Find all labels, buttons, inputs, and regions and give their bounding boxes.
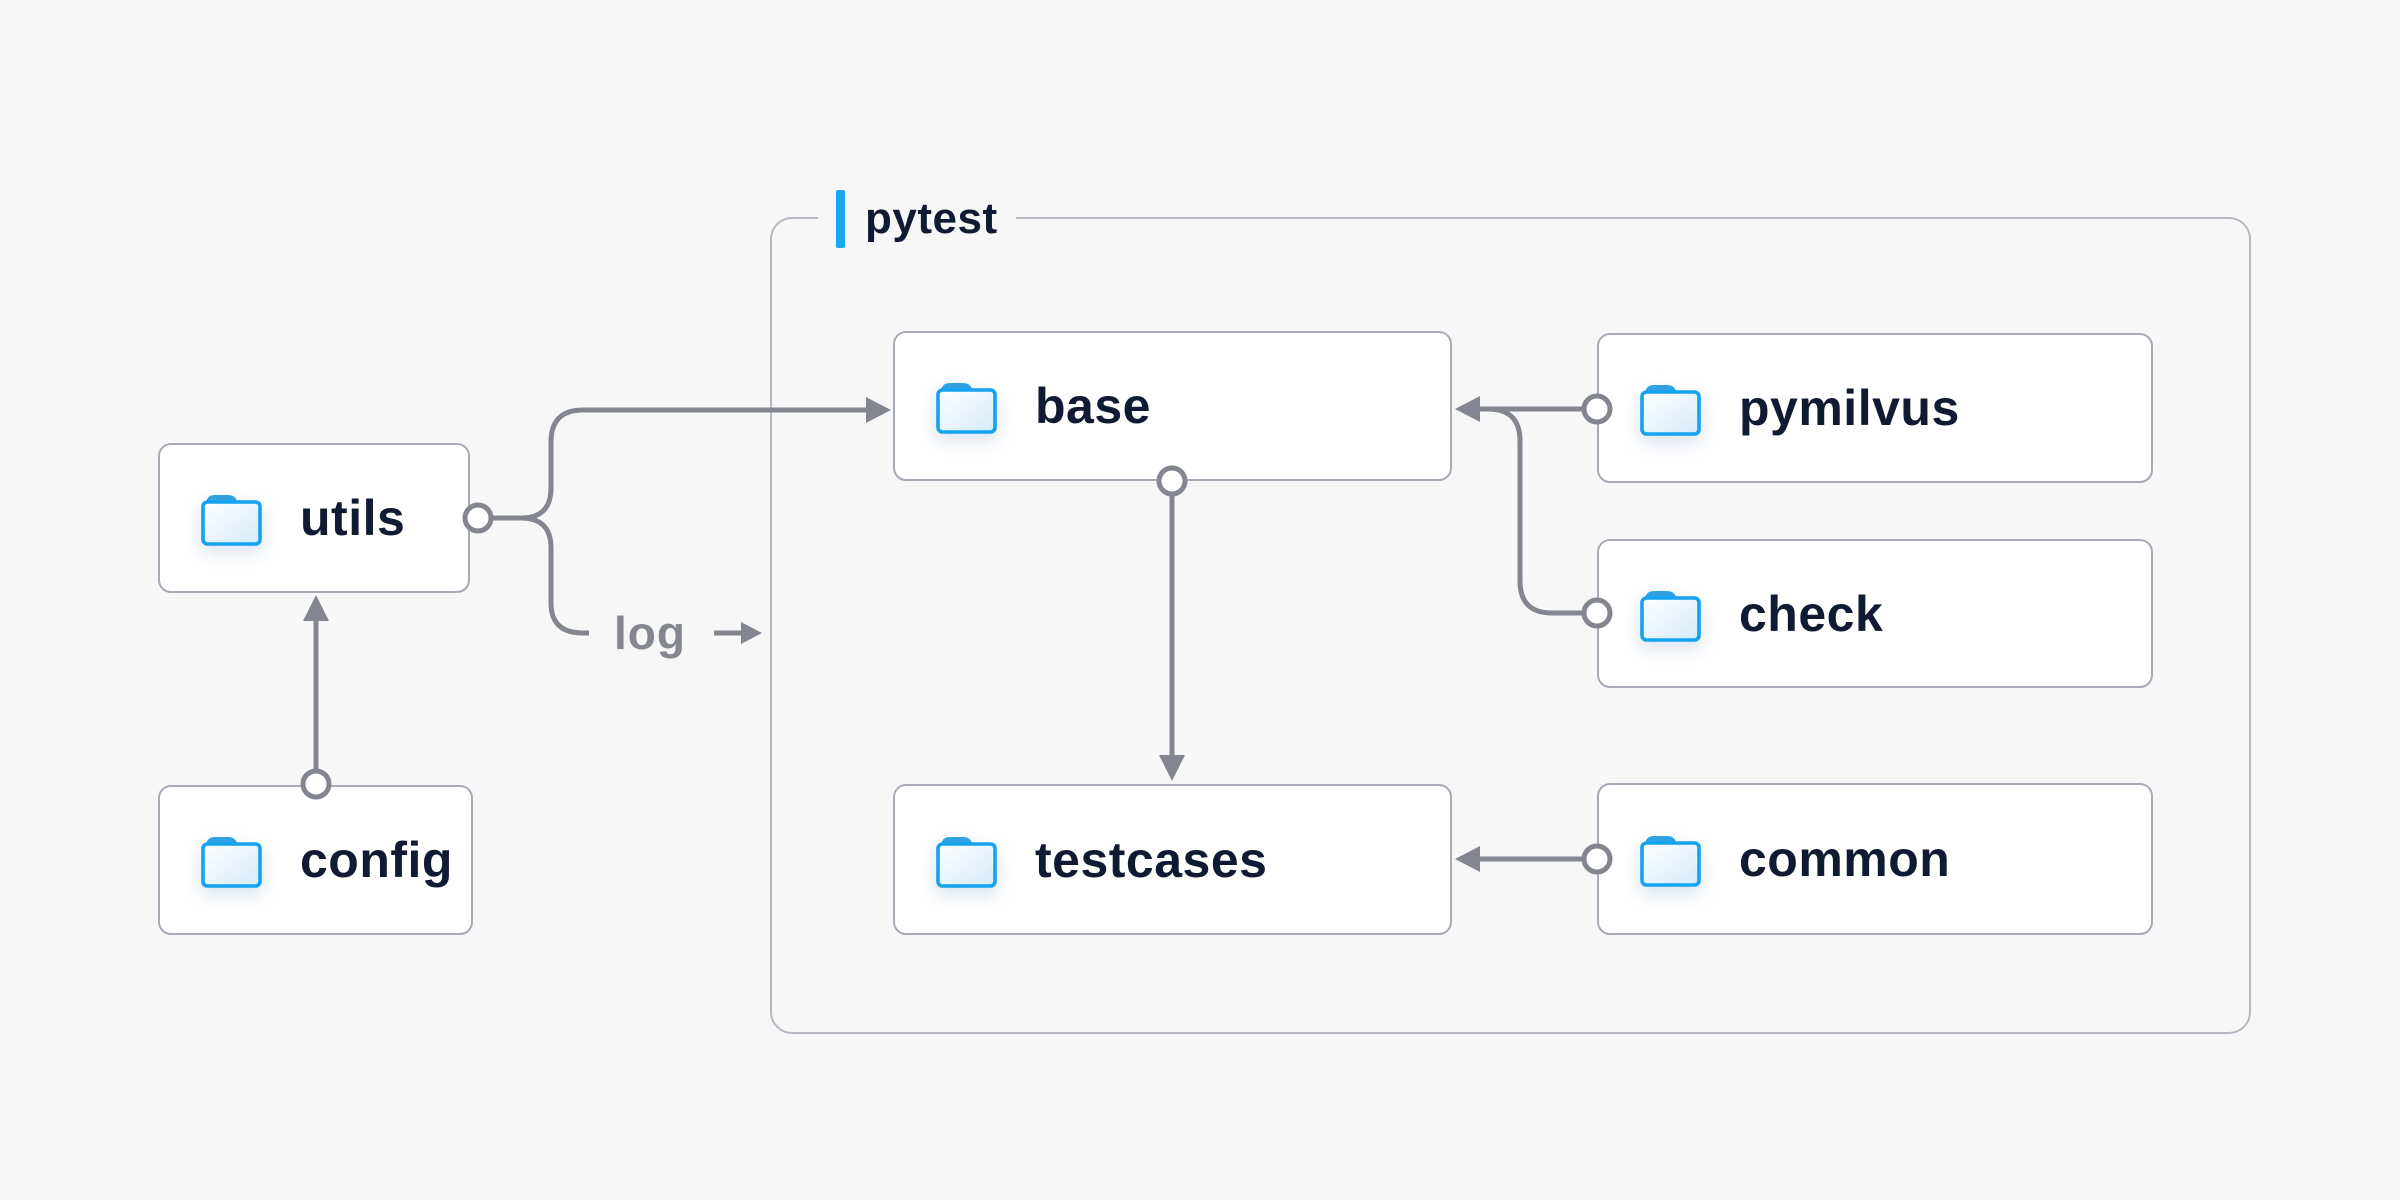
node-pymilvus[interactable]: pymilvus xyxy=(1597,333,2153,483)
node-check[interactable]: check xyxy=(1597,539,2153,688)
folder-icon xyxy=(1640,385,1701,436)
pytest-group-container: pytest xyxy=(770,188,2251,1034)
group-title: pytest xyxy=(865,194,998,243)
arrowhead-log xyxy=(741,622,762,644)
folder-icon xyxy=(936,836,997,888)
arrowhead-up xyxy=(303,595,329,621)
node-label: base xyxy=(1035,378,1151,434)
folder-icon xyxy=(936,383,997,434)
node-testcases[interactable]: testcases xyxy=(893,784,1452,935)
edge-label-log: log xyxy=(614,607,686,659)
node-utils[interactable]: utils xyxy=(158,443,470,593)
accent-bar xyxy=(836,190,845,248)
folder-icon xyxy=(1640,836,1701,887)
node-label: pymilvus xyxy=(1739,380,1960,436)
pytest-group-label: pytest xyxy=(818,188,1016,250)
node-label: utils xyxy=(300,490,406,546)
node-label: common xyxy=(1739,831,1951,887)
folder-icon xyxy=(1640,590,1701,642)
folder-icon xyxy=(201,837,262,888)
node-label: testcases xyxy=(1035,831,1268,888)
node-label: config xyxy=(300,832,453,888)
node-common[interactable]: common xyxy=(1597,783,2153,935)
node-base[interactable]: base xyxy=(893,331,1452,481)
folder-icon xyxy=(201,495,262,546)
node-label: check xyxy=(1739,585,1884,642)
edge-utils-log xyxy=(491,515,589,636)
node-config[interactable]: config xyxy=(158,785,473,935)
